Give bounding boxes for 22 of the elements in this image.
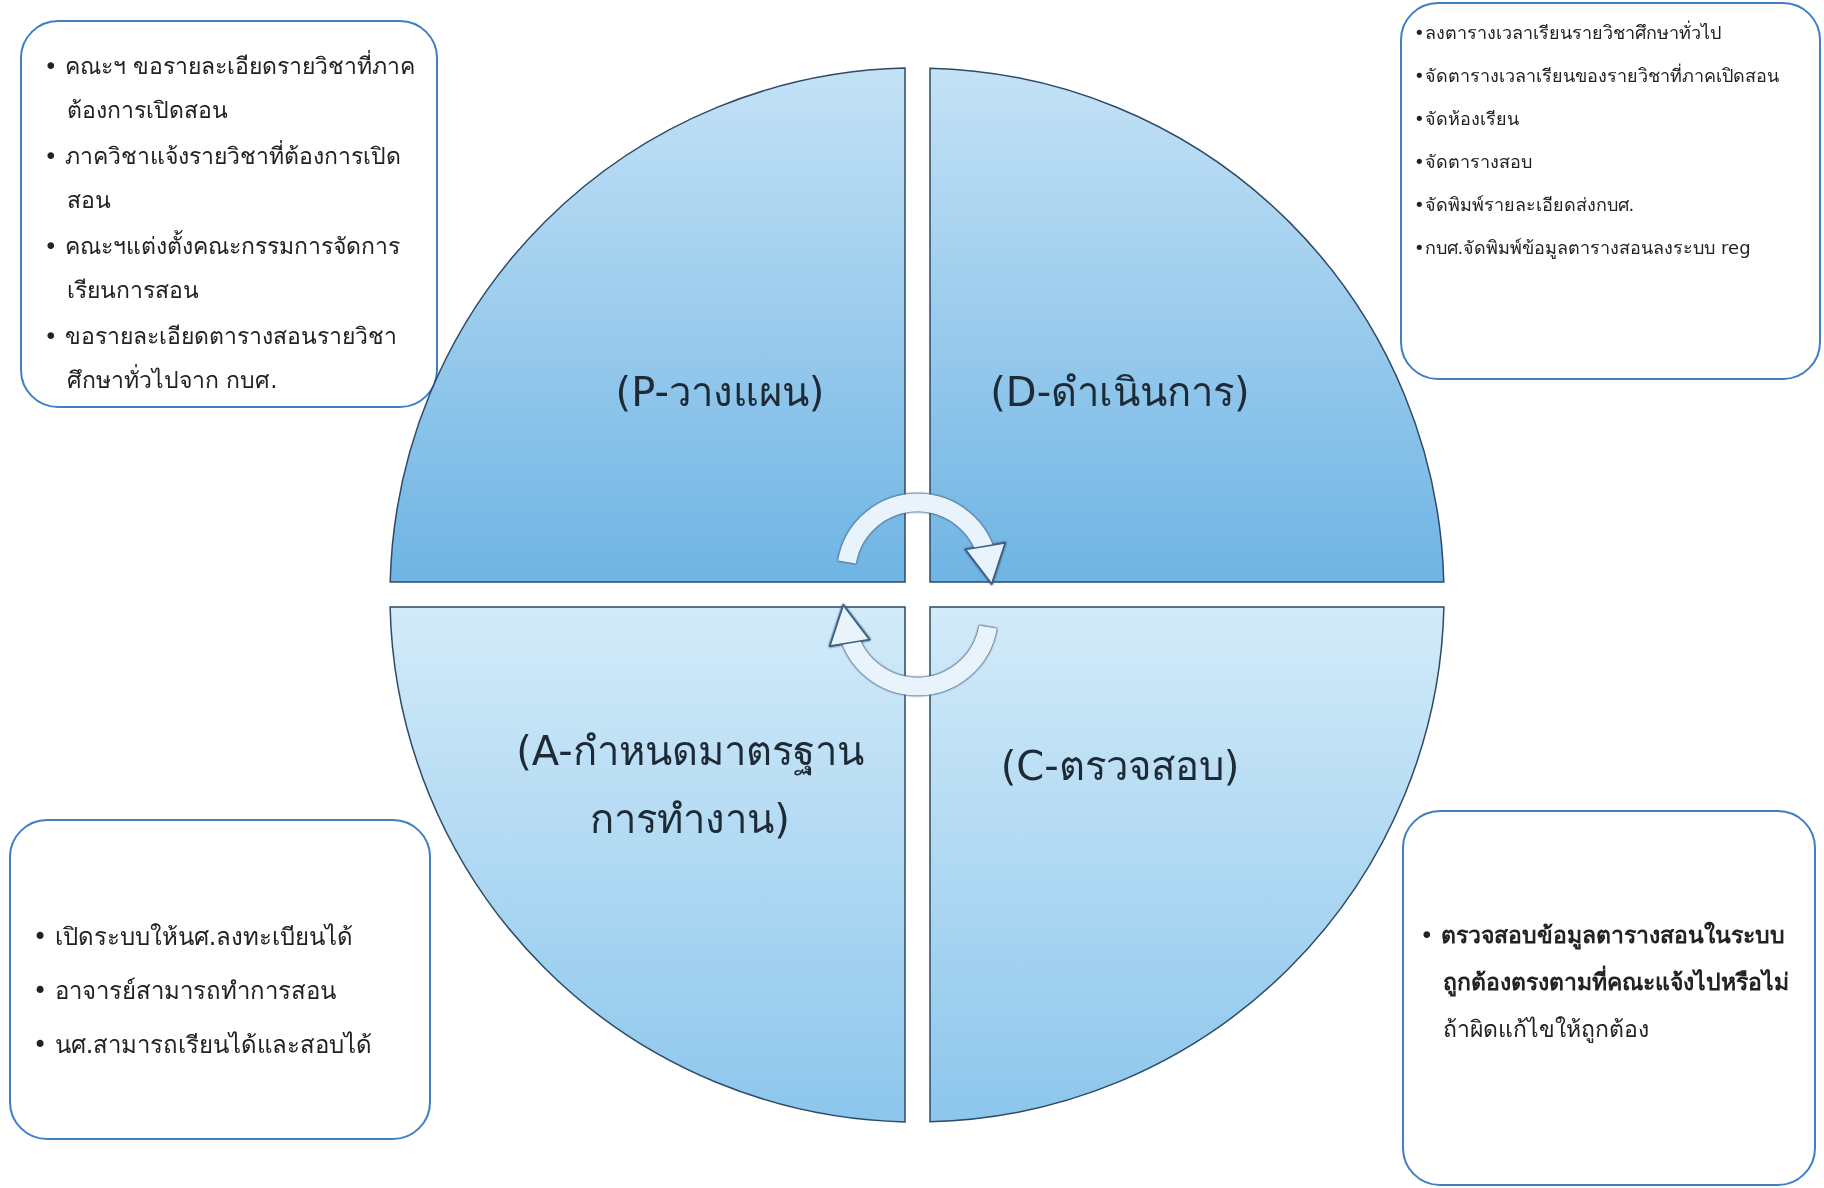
bullet-item: • นศ.สามารถเรียนได้และสอบได้: [33, 1030, 374, 1061]
note-box: [1400, 2, 1821, 380]
bullet-item: •ลงตารางเวลาเรียนรายวิชาศึกษาทั่วไป: [1414, 19, 1722, 45]
bullet-item: •กบศ.จัดพิมพ์ข้อมูลตารางสอนลงระบบ reg: [1414, 236, 1752, 261]
note-box: [20, 20, 438, 408]
quadrant-label: (C-ตรวจสอบ): [999, 742, 1241, 791]
bullet-item: •จัดตารางสอบ: [1414, 150, 1533, 174]
bullet-item: • คณะฯ ขอรายละเอียดรายวิชาที่ภาคต้องการเปิดสอน: [44, 44, 429, 132]
bullet-item: • เปิดระบบให้นศ.ลงทะเบียนได้: [33, 922, 355, 953]
quadrant-label: (P-วางแผน): [614, 368, 826, 417]
bullet-item: • คณะฯแต่งตั้งคณะกรรมการจัดการเรียนการสอน: [44, 224, 429, 312]
bullet-item: •จัดห้องเรียน: [1414, 107, 1520, 131]
note-box: [1402, 810, 1816, 1186]
bullet-item: • ขอรายละเอียดตารางสอนรายวิชาศึกษาทั่วไปจาก กบศ.: [44, 322, 398, 395]
quadrant-label: (D-ดำเนินการ): [989, 368, 1251, 417]
bullet-item: •จัดตารางเวลาเรียนของรายวิชาที่ภาคเปิดสอน: [1414, 62, 1780, 88]
bullet-item: •จัดพิมพ์รายละเอียดส่งกบศ.: [1414, 193, 1636, 217]
quadrant-label: (A-กำหนดมาตรฐานการทำงาน): [515, 727, 865, 844]
note-box: [9, 819, 431, 1140]
bullet-item: • ภาควิชาแจ้งรายวิชาที่ต้องการเปิดสอน: [44, 134, 429, 222]
bullet-item: • อาจารย์สามารถทำการสอน: [33, 976, 337, 1007]
bullet-item: • ตรวจสอบข้อมูลตารางสอนในระบบถูกต้องตรงตามที่คณะแจ้งไปหรือไม่ ถ้าผิดแก้ไขให้ถูกต้อง: [1420, 920, 1790, 1045]
